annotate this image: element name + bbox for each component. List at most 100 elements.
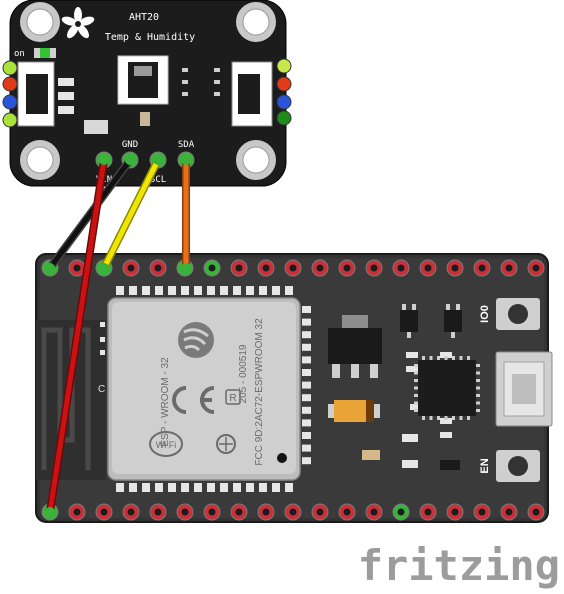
header-pin-top[interactable]: [257, 259, 275, 277]
header-pin-top[interactable]: [527, 259, 545, 277]
wire-end: [45, 507, 55, 517]
level-shifter-chip: [182, 64, 220, 102]
cap-lead: [328, 404, 334, 418]
header-pin-top[interactable]: [230, 259, 248, 277]
module-pad: [285, 483, 293, 492]
header-pin-bottom[interactable]: [365, 503, 383, 521]
header-pin-top[interactable]: [149, 259, 167, 277]
wire-end: [99, 155, 109, 165]
header-pin-top[interactable]: [68, 259, 86, 277]
sensor-title: AHT20: [129, 12, 159, 23]
pin1-dot: [277, 453, 287, 463]
header-pin-bottom[interactable]: [311, 503, 329, 521]
module-pad: [302, 356, 311, 364]
header-pin-bottom[interactable]: [338, 503, 356, 521]
header-pin-top[interactable]: [365, 259, 383, 277]
wire-gnd[interactable]: [46, 156, 134, 272]
header-pin-bottom[interactable]: [122, 503, 140, 521]
header-pin-top[interactable]: [284, 259, 302, 277]
header-pin-top[interactable]: [392, 259, 410, 277]
smd-resistor: [406, 366, 418, 372]
module-pad: [259, 483, 267, 492]
wifi-label: Wi Fi: [156, 440, 177, 450]
module-pad: [272, 286, 280, 295]
header-pin-top[interactable]: [338, 259, 356, 277]
header-pin-top[interactable]: [473, 259, 491, 277]
module-pad: [155, 483, 163, 492]
module-pad: [168, 483, 176, 492]
header-pin-bottom[interactable]: [500, 503, 518, 521]
module-label: ESP - WROOM - 32: [160, 357, 171, 447]
module-pad: [302, 318, 311, 326]
wire-scl[interactable]: [100, 156, 162, 272]
header-pin-bottom[interactable]: [176, 503, 194, 521]
header-pin-top[interactable]: [122, 259, 140, 277]
smd-resistor: [440, 432, 452, 438]
regulator-lead: [351, 364, 359, 378]
header-pin-top[interactable]: [311, 259, 329, 277]
en-button-cap[interactable]: [508, 456, 528, 476]
header-pin-bottom[interactable]: [68, 503, 86, 521]
header-pin-top[interactable]: [446, 259, 464, 277]
header-pin-bottom[interactable]: [230, 503, 248, 521]
stemma-connector-left: [2, 60, 55, 128]
header-pin-bottom[interactable]: [473, 503, 491, 521]
en-button[interactable]: [496, 450, 540, 482]
module-pad: [246, 483, 254, 492]
module-pad: [302, 406, 311, 414]
header-pin-bottom[interactable]: [149, 503, 167, 521]
sensor-resistors: [58, 78, 150, 134]
module-pad: [302, 381, 311, 389]
mount-hole: [20, 140, 60, 180]
cap-body: [334, 400, 374, 422]
wire-vin[interactable]: [46, 156, 108, 516]
chip-legs: [414, 356, 480, 420]
module-pad: [220, 286, 228, 295]
cap-lead: [374, 404, 380, 418]
module-pad: [302, 457, 311, 465]
module-pad: [129, 286, 137, 295]
header-pin-bottom[interactable]: [527, 503, 545, 521]
module-pad: [233, 286, 241, 295]
header-pin-bottom[interactable]: [392, 503, 410, 521]
header-pin-bottom[interactable]: [257, 503, 275, 521]
usb-tongue: [512, 374, 536, 404]
regulator-body: [328, 328, 382, 364]
header-pin-bottom[interactable]: [446, 503, 464, 521]
wire-end: [99, 263, 109, 273]
header-pin-bottom[interactable]: [95, 503, 113, 521]
r-mark-box: [225, 389, 241, 405]
header-pin-top[interactable]: [203, 259, 221, 277]
top-transistors: [400, 304, 462, 338]
module-pad: [302, 432, 311, 439]
antenna-pad: [100, 337, 105, 342]
header-pin-bottom[interactable]: [203, 503, 221, 521]
header-pin-bottom[interactable]: [284, 503, 302, 521]
module-pad: [181, 286, 189, 295]
module-pad: [233, 483, 241, 492]
smd-part: [362, 450, 380, 460]
module-pad: [142, 286, 150, 295]
module-pad: [302, 343, 311, 351]
module-pad: [285, 286, 293, 295]
io0-button-cap[interactable]: [508, 304, 528, 324]
mount-hole: [20, 2, 60, 42]
module-pad: [302, 394, 311, 402]
io0-label: IO0: [479, 305, 491, 323]
header-pin-bottom[interactable]: [419, 503, 437, 521]
cap-stripe: [366, 400, 374, 422]
io0-button[interactable]: [496, 298, 540, 330]
stemma-connector-right: [231, 58, 292, 127]
module-shield: [112, 302, 296, 474]
voltage-regulator: [328, 315, 382, 378]
module-pad: [129, 483, 137, 492]
module-pad: [207, 483, 215, 492]
wire-end: [45, 263, 55, 273]
module-pad: [220, 483, 228, 492]
micro-usb-connector: [495, 351, 553, 427]
module-pad: [272, 483, 280, 492]
header-pin-top[interactable]: [419, 259, 437, 277]
wire-end: [153, 155, 163, 165]
power-led-lens: [40, 48, 50, 58]
header-pin-top[interactable]: [500, 259, 518, 277]
